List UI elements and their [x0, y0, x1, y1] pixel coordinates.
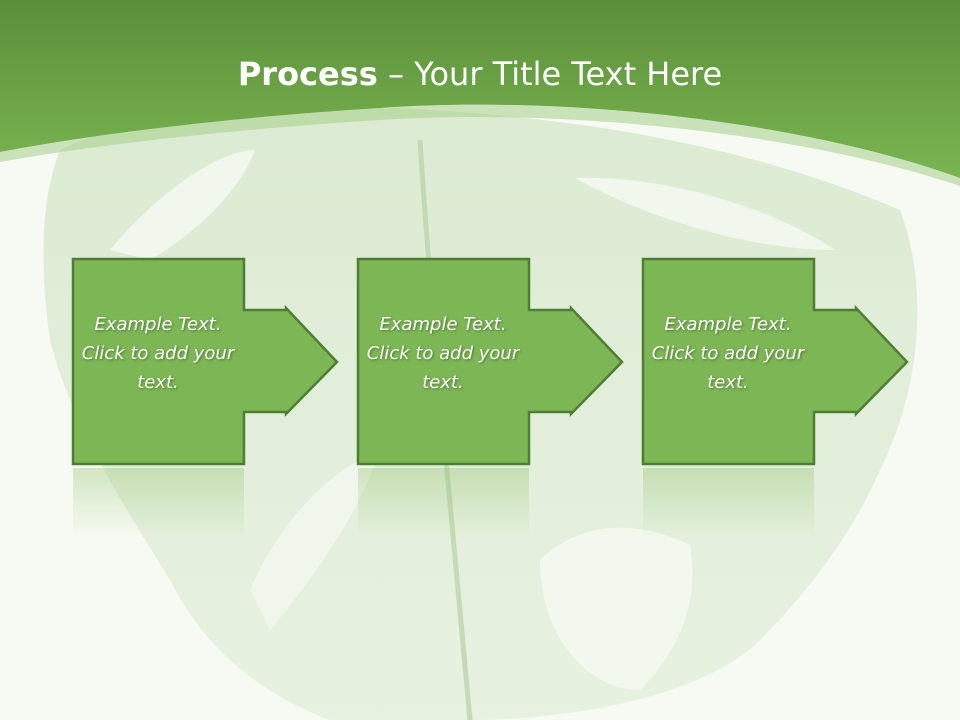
- step-reflection: [358, 468, 529, 538]
- step-reflection: [73, 468, 244, 538]
- process-step-2[interactable]: Example Text. Click to add your text.: [356, 257, 627, 538]
- step-text[interactable]: Example Text. Click to add your text.: [651, 314, 805, 393]
- step-arrow-shape: [71, 257, 339, 466]
- title-rest: Your Title Text Here: [414, 55, 723, 93]
- process-step-1[interactable]: Example Text. Click to add your text.: [71, 257, 342, 538]
- step-text[interactable]: Example Text. Click to add your text.: [81, 314, 235, 393]
- step-reflection: [643, 468, 814, 538]
- title-dash: –: [377, 55, 415, 93]
- title-strong: Process: [237, 55, 378, 93]
- step-text[interactable]: Example Text. Click to add your text.: [366, 314, 520, 393]
- step-arrow-shape: [356, 257, 624, 466]
- header-band: [0, 0, 960, 178]
- slide-title[interactable]: Process – Your Title Text Here: [0, 52, 960, 96]
- step-arrow-shape: [641, 257, 909, 466]
- process-step-3[interactable]: Example Text. Click to add your text.: [641, 257, 912, 538]
